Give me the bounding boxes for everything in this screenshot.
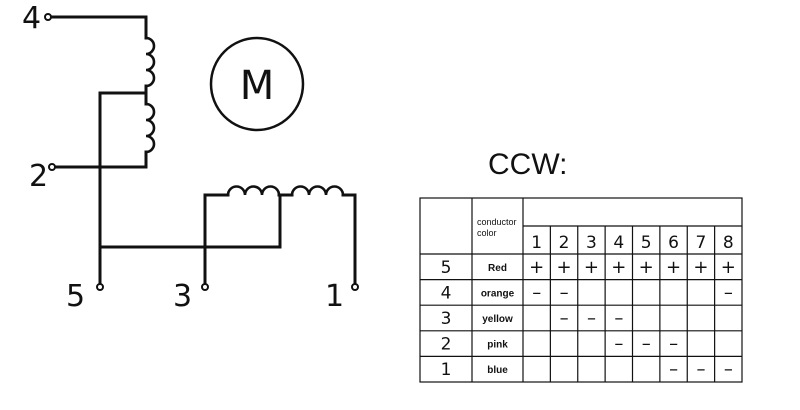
wire-terminal-3 (203, 193, 230, 286)
terminal-2-label: 2 (29, 159, 48, 194)
wire-terminal-2 (50, 150, 148, 169)
row-terminal-number: 4 (441, 283, 452, 303)
coil-upper-top (145, 36, 156, 88)
polarity-cell: – (642, 334, 651, 355)
polarity-cell: – (669, 334, 678, 355)
polarity-cell: + (639, 257, 654, 278)
winding-schematic: 4 2 5 3 1 M (22, 1, 359, 314)
polarity-cell: + (557, 257, 572, 278)
terminal-4-node (44, 13, 52, 21)
step-number: 4 (613, 233, 624, 253)
coil-upper-bottom (145, 102, 156, 154)
table-border (419, 197, 743, 383)
terminal-3-node (201, 283, 209, 291)
polarity-cell: – (614, 334, 623, 355)
coil-lower-left (226, 185, 281, 196)
terminal-1-label: 1 (325, 279, 344, 314)
motor-circle (209, 36, 305, 132)
row-terminal-number: 3 (441, 309, 452, 329)
row-conductor-color: pink (487, 340, 508, 351)
terminal-4-label: 4 (22, 1, 41, 36)
polarity-cell: + (721, 257, 736, 278)
coil-lower-right (290, 185, 345, 196)
terminal-3-label: 3 (173, 279, 192, 314)
wire-terminal-4 (46, 15, 148, 40)
step-number: 3 (586, 233, 597, 253)
polarity-cell: – (587, 308, 596, 329)
row-terminal-number: 1 (441, 360, 452, 380)
polarity-cell: – (696, 359, 705, 380)
row-conductor-color: yellow (482, 314, 513, 325)
step-number: 6 (668, 233, 679, 253)
header-conductor-label: conductor (477, 217, 517, 227)
polarity-cell: + (529, 257, 544, 278)
wire-terminal-1 (341, 193, 357, 286)
step-number: 2 (559, 233, 570, 253)
step-number: 7 (696, 233, 707, 253)
polarity-cell: + (693, 257, 708, 278)
header-color-label: color (477, 228, 497, 238)
row-conductor-color: Red (488, 263, 507, 274)
polarity-cell: + (666, 257, 681, 278)
step-number: 1 (531, 233, 542, 253)
step-number: 8 (723, 233, 734, 253)
row-terminal-number: 5 (441, 258, 452, 278)
polarity-cell: + (611, 257, 626, 278)
polarity-cell: – (532, 282, 541, 303)
row-conductor-color: orange (481, 288, 515, 299)
row-conductor-color: blue (487, 365, 508, 376)
polarity-cell: – (560, 282, 569, 303)
row-terminal-number: 2 (441, 335, 452, 355)
table-grid (419, 197, 743, 383)
terminal-5-label: 5 (66, 279, 85, 314)
table-title: CCW: (488, 148, 567, 181)
polarity-cell: – (614, 308, 623, 329)
terminal-2-node (48, 163, 56, 171)
polarity-cell: – (560, 308, 569, 329)
motor-label: M (240, 63, 275, 109)
terminal-5-node (96, 283, 104, 291)
polarity-cell: – (724, 359, 733, 380)
polarity-cell: – (669, 359, 678, 380)
terminal-1-node (351, 283, 359, 291)
polarity-cell: + (584, 257, 599, 278)
wire-center-tap-bottom (98, 193, 282, 249)
step-number: 5 (641, 233, 652, 253)
polarity-cell: – (724, 282, 733, 303)
wire-center-tap-top (98, 84, 148, 106)
